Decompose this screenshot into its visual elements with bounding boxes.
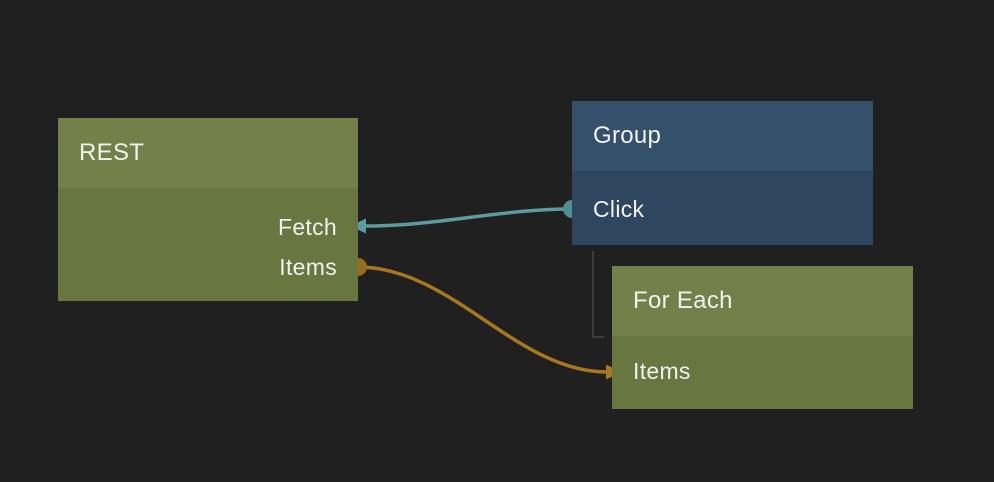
group-hierarchy-line [592,251,604,338]
node-foreach-header[interactable]: For Each [612,266,913,336]
port-rest-items[interactable]: Items [58,247,358,287]
node-rest-header[interactable]: REST [58,118,358,188]
port-rest-fetch-label: Fetch [277,214,337,240]
node-group-body: Click [572,171,873,245]
node-rest[interactable]: REST Fetch Items [58,118,358,301]
node-group[interactable]: Group Click [572,101,873,245]
node-rest-body: Fetch Items [58,188,358,301]
edge-items-to-items[interactable] [356,265,609,374]
port-foreach-items[interactable]: Items [612,351,913,391]
port-foreach-items-label: Items [633,358,691,384]
node-foreach-body: Items [612,336,913,409]
port-rest-fetch[interactable]: Fetch [58,207,358,247]
node-group-title: Group [593,122,662,149]
arrowhead-left-icon [350,218,366,234]
node-rest-title: REST [79,139,145,166]
port-rest-items-label: Items [279,254,337,280]
node-foreach[interactable]: For Each Items [612,266,913,409]
node-foreach-title: For Each [633,287,733,314]
edge-click-to-fetch[interactable] [364,207,574,228]
port-group-click[interactable]: Click [572,189,873,229]
port-group-click-label: Click [593,196,645,222]
node-group-header[interactable]: Group [572,101,873,171]
